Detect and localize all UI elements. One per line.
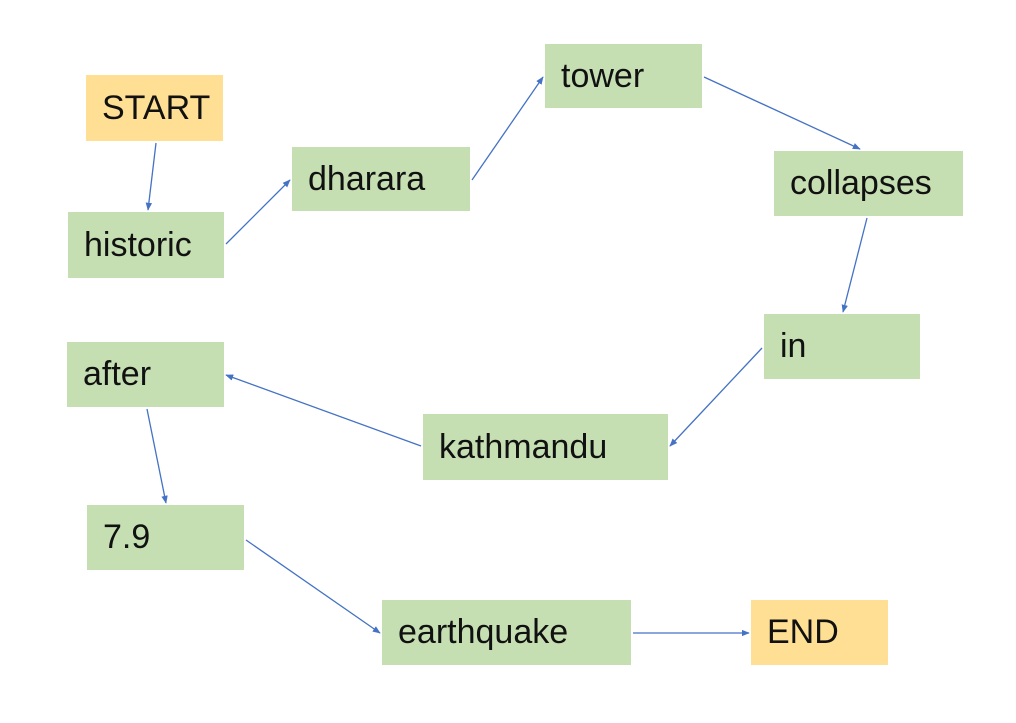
arrow-start-to-historic — [145, 142, 157, 211]
arrow-79-to-earthquake — [245, 539, 381, 634]
start-node: START — [86, 75, 223, 141]
arrow-dharara-to-tower — [471, 76, 544, 181]
word-node-7-9: 7.9 — [87, 505, 244, 570]
word-node-kathmandu: kathmandu — [423, 414, 668, 480]
end-node: END — [751, 600, 888, 665]
arrow-tower-to-collapses — [703, 76, 861, 150]
arrow-collapses-to-in — [841, 217, 868, 313]
word-node-collapses: collapses — [774, 151, 963, 216]
word-node-tower: tower — [545, 44, 702, 108]
word-node-in: in — [764, 314, 920, 379]
arrow-in-to-kathmandu — [669, 347, 763, 447]
word-node-historic: historic — [68, 212, 224, 278]
arrow-after-to-79 — [146, 408, 168, 504]
arrow-kathmandu-to-after — [225, 374, 422, 447]
word-node-earthquake: earthquake — [382, 600, 631, 665]
word-node-after: after — [67, 342, 224, 407]
arrow-historic-to-dharara — [225, 179, 291, 245]
word-node-dharara: dharara — [292, 147, 470, 211]
